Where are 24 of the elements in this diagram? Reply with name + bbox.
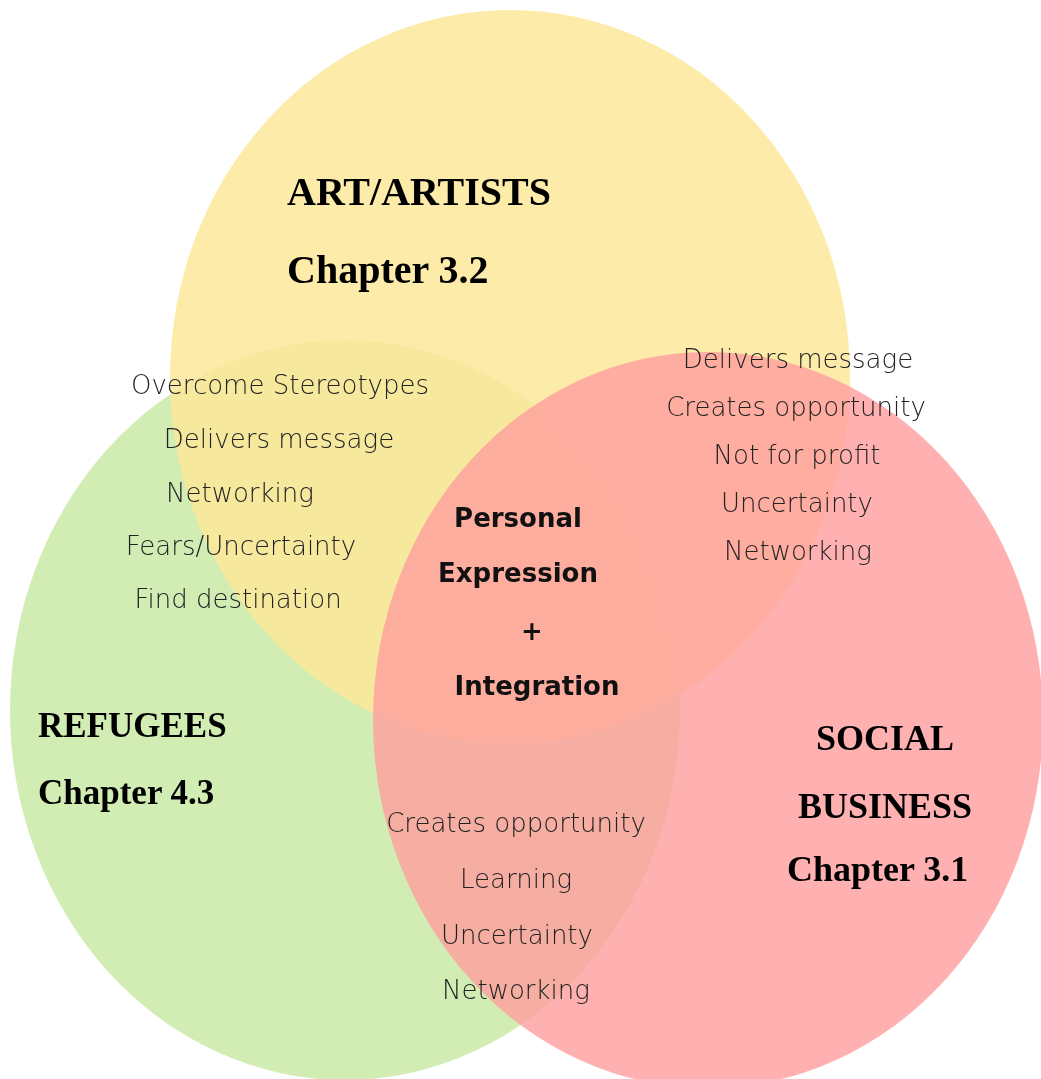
center-text: Expression [438, 558, 598, 590]
overlap-item: Delivers message [682, 344, 914, 376]
center-text: Integration [454, 671, 620, 703]
set-title: ART/ARTISTS [287, 168, 551, 216]
set-title: SOCIAL BUSINESS [796, 717, 974, 829]
chapter-label: Chapter 3.1 [787, 848, 969, 891]
center-text: + [521, 616, 543, 648]
center-text: Personal [454, 503, 582, 535]
set-title: REFUGEES [38, 705, 227, 747]
overlap-item: Networking [166, 478, 314, 510]
overlap-item: Uncertainty [721, 488, 873, 520]
overlap-item: Learning [460, 864, 572, 896]
overlap-item: Find destination [134, 584, 342, 616]
overlap-item: Delivers message [163, 424, 395, 456]
chapter-label: Chapter 3.2 [287, 246, 489, 294]
overlap-item: Not for profit [713, 440, 881, 472]
overlap-item: Creates opportunity [666, 392, 926, 424]
overlap-item: Creates opportunity [386, 808, 646, 840]
overlap-item: Uncertainty [441, 920, 593, 952]
overlap-item: Networking [442, 975, 590, 1007]
overlap-item: Fears/Uncertainty [125, 531, 357, 563]
chapter-label: Chapter 4.3 [38, 772, 215, 814]
overlap-item: Networking [724, 536, 872, 568]
overlap-item: Overcome Stereotypes [130, 370, 430, 402]
